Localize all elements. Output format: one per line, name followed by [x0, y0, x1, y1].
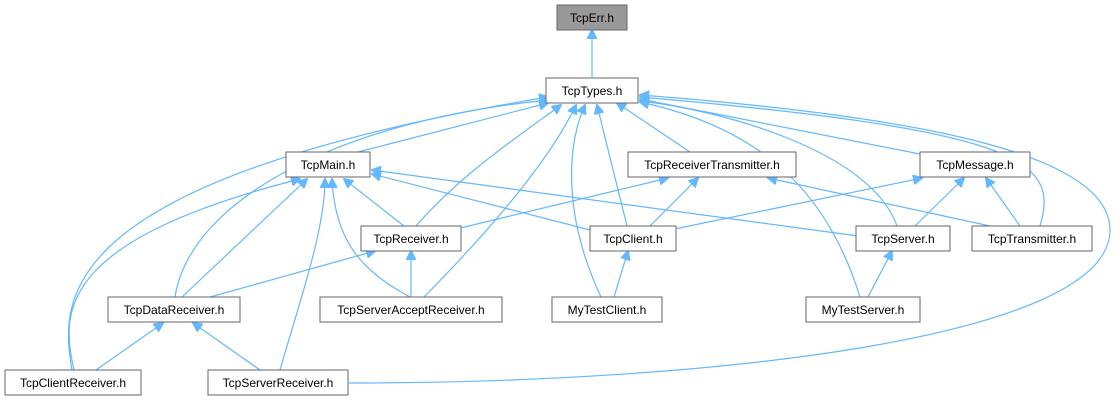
node-tcprecvtrans-label: TcpReceiverTransmitter.h — [644, 158, 780, 172]
edge-mytestserver-tcpserver — [867, 251, 892, 298]
edge-tcpclientreceiver-tcpdatareceiver — [95, 323, 163, 371]
edge-tcptransmitter-tcptypes — [640, 97, 1045, 227]
node-tcprecvtrans[interactable]: TcpReceiverTransmitter.h — [627, 151, 797, 178]
edge-tcpserveraccept-tcpmain — [332, 179, 411, 298]
node-tcpserverreceiver-label: TcpServerReceiver.h — [223, 376, 334, 390]
node-tcpclient-label: TcpClient.h — [603, 232, 662, 246]
node-tcpserver[interactable]: TcpServer.h — [855, 225, 951, 252]
edge-mytestclient-tcptypes — [571, 105, 602, 298]
edge-tcpclient-tcptypes — [597, 105, 628, 227]
node-tcpdatareceiver-label: TcpDataReceiver.h — [124, 303, 225, 317]
node-tcpserverreceiver[interactable]: TcpServerReceiver.h — [207, 369, 349, 396]
node-tcpserver-label: TcpServer.h — [871, 232, 934, 246]
node-tcpmain-label: TcpMain.h — [301, 158, 356, 172]
edge-tcpserver-tcpmessage — [914, 178, 964, 227]
edge-tcpserveraccept-tcptypes — [423, 105, 576, 298]
node-tcpreceiver[interactable]: TcpReceiver.h — [360, 225, 462, 252]
node-tcpdatareceiver[interactable]: TcpDataReceiver.h — [107, 296, 241, 323]
node-tcptransmitter-label: TcpTransmitter.h — [988, 232, 1076, 246]
node-mytestserver-label: MyTestServer.h — [822, 303, 905, 317]
node-mytestclient-label: MyTestClient.h — [568, 303, 647, 317]
node-mytestserver[interactable]: MyTestServer.h — [805, 296, 921, 323]
edge-mytestclient-tcpclient — [613, 251, 628, 298]
edge-tcpserver-tcptypes — [640, 101, 898, 227]
node-tcpserveraccept[interactable]: TcpServerAcceptReceiver.h — [319, 296, 503, 323]
node-tcpclientreceiver-label: TcpClientReceiver.h — [20, 376, 126, 390]
node-tcpreceiver-label: TcpReceiver.h — [373, 232, 448, 246]
node-tcpmain[interactable]: TcpMain.h — [285, 151, 371, 178]
edge-tcpserverreceiver-tcpdatareceiver — [193, 323, 261, 371]
edge-tcprecvtrans-tcptypes — [617, 103, 691, 153]
node-tcperr-label: TcpErr.h — [570, 11, 614, 25]
node-tcptypes-label: TcpTypes.h — [562, 84, 623, 98]
edge-tcpmain-tcptypes — [357, 103, 548, 153]
node-mytestclient[interactable]: MyTestClient.h — [551, 296, 663, 323]
edge-tcpclientreceiver-tcpmain — [68, 179, 300, 371]
edge-tcpreceiver-tcpmain — [344, 179, 405, 227]
node-tcpmessage-label: TcpMessage.h — [936, 158, 1013, 172]
edge-tcpreceiver-tcprecvtrans — [447, 178, 668, 232]
node-tcpclient[interactable]: TcpClient.h — [589, 225, 677, 252]
edge-tcpdatareceiver-tcpreceiver — [209, 251, 375, 298]
edge-tcpdatareceiver-tcpmain — [181, 179, 307, 298]
edge-mytestserver-tcptypes — [640, 102, 861, 298]
edge-tcpreceiver-tcptypes — [415, 105, 561, 227]
edges — [67, 30, 1111, 384]
edge-tcpclient-tcpmessage — [664, 178, 922, 232]
node-tcpmessage[interactable]: TcpMessage.h — [919, 151, 1031, 178]
edge-tcpserverreceiver-tcptypes — [348, 95, 1111, 384]
node-tcperr[interactable]: TcpErr.h — [556, 4, 628, 31]
node-tcpserveraccept-label: TcpServerAcceptReceiver.h — [337, 303, 484, 317]
edge-tcpclientreceiver-tcptypes — [67, 97, 548, 371]
edge-tcpclient-tcprecvtrans — [649, 178, 698, 227]
edge-tcpserverreceiver-tcpmain — [279, 179, 325, 371]
node-tcptypes[interactable]: TcpTypes.h — [545, 77, 639, 104]
edge-tcpclient-tcpmain — [372, 174, 599, 233]
node-tcptransmitter[interactable]: TcpTransmitter.h — [971, 225, 1093, 252]
node-tcpclientreceiver[interactable]: TcpClientReceiver.h — [4, 369, 142, 396]
edge-tcpserver-tcpmain — [372, 170, 859, 237]
edge-tcptransmitter-tcpmessage — [986, 178, 1021, 227]
edge-tcptransmitter-tcprecvtrans — [768, 178, 991, 227]
